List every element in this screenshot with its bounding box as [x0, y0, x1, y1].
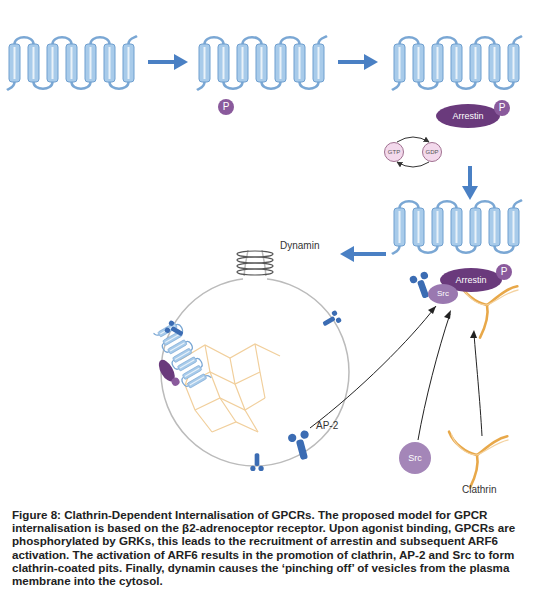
nucleotide-circle: GDP: [422, 142, 442, 162]
node-text: Src: [408, 454, 422, 463]
gpcr-receptor: [7, 36, 137, 90]
node-text: P: [499, 103, 506, 113]
node-text: GDP: [425, 149, 438, 155]
clathrin-label: Clathrin: [462, 484, 496, 495]
ap2-symbol: [250, 453, 263, 471]
recruitment-arrow: [418, 310, 451, 440]
recruitment-arrow: [310, 306, 436, 428]
cycle-arrow: [397, 137, 429, 142]
phosphate-circle: P: [218, 99, 234, 115]
step-arrow: [340, 246, 386, 262]
cycle-arrow: [397, 162, 429, 167]
step-arrow: [148, 54, 188, 70]
phosphate-circle: P: [496, 264, 512, 280]
gpcr-receptor: [392, 36, 522, 90]
node-text: P: [501, 267, 508, 277]
node-text: Src: [437, 290, 449, 298]
clathrin-coated-vesicle: [161, 250, 349, 466]
dynamin-rings: [237, 251, 273, 275]
node-text: GTP: [388, 149, 400, 155]
clathrin-triskelion: [449, 432, 509, 488]
node-text: Arrestin: [455, 276, 486, 285]
node-text: P: [223, 102, 230, 112]
gpcr-receptor: [197, 36, 327, 90]
step-arrow: [462, 166, 478, 200]
node-text: Arrestin: [452, 112, 483, 121]
ap2-label: AP-2: [316, 420, 338, 431]
step-arrow: [338, 54, 378, 70]
internalised-receptor: [142, 319, 211, 398]
src-blob: Src: [428, 284, 458, 304]
figure-caption: Figure 8: Clathrin-Dependent Internalisa…: [12, 508, 522, 587]
nucleotide-circle: GTP: [384, 142, 404, 162]
ap2-symbol: [287, 430, 315, 462]
ap2-symbol: [320, 310, 342, 331]
arrestin-ellipse: Arrestin: [436, 104, 500, 128]
recruitment-arrow: [470, 330, 482, 436]
dynamin-label: Dynamin: [280, 240, 319, 251]
gpcr-receptor: [392, 200, 522, 254]
ap2-symbol: [164, 320, 186, 341]
phosphate-circle: P: [494, 100, 510, 116]
src-circle: Src: [399, 442, 431, 474]
